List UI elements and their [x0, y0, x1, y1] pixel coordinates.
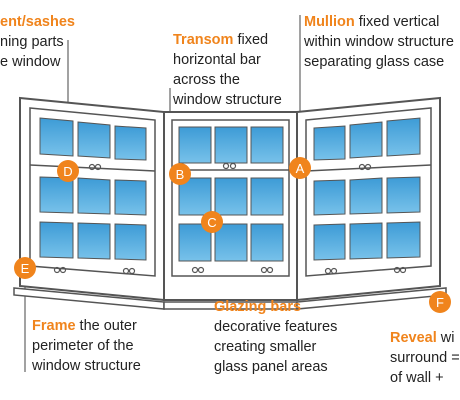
casement-line-2: ning parts: [0, 34, 64, 50]
frame-line-1-rest: the outer: [75, 318, 137, 334]
reveal-line-1: Reveal wi: [390, 328, 460, 348]
mullion-line-1-rest: fixed vertical: [354, 14, 440, 30]
glass-pane: [77, 222, 111, 260]
glazing-term: Glazing bars: [214, 299, 302, 315]
right-window-panes: [313, 117, 421, 261]
casement-line-1: ent/sashes: [0, 12, 75, 32]
glass-pane: [313, 125, 346, 161]
badge-e: E: [14, 257, 36, 279]
glass-pane: [250, 223, 284, 262]
glass-pane: [250, 177, 284, 216]
frame-term: Frame: [32, 318, 76, 334]
left-window-meeting-rail: [29, 164, 156, 172]
casement-callout: ent/sashes ning parts e window: [0, 12, 75, 72]
mullion-callout: Mullion fixed vertical within window str…: [304, 12, 454, 72]
badge-e-letter: E: [21, 261, 30, 276]
glass-pane: [349, 222, 383, 260]
glass-pane: [77, 121, 111, 159]
badge-a: A: [289, 157, 311, 179]
badge-d-letter: D: [63, 164, 72, 179]
center-window: [163, 111, 298, 301]
frame-line-2: perimeter of the: [32, 338, 134, 354]
reveal-line-1-rest: wi: [436, 330, 455, 346]
badge-a-letter: A: [296, 161, 305, 176]
reveal-term: Reveal: [390, 330, 437, 346]
left-window: [19, 96, 165, 302]
badge-f: F: [429, 291, 451, 313]
badge-f-letter: F: [436, 295, 444, 310]
transom-line-3: across the: [173, 72, 240, 88]
glazing-callout: Glazing bars decorative features creatin…: [214, 297, 337, 377]
badge-b-circle: [169, 163, 191, 185]
glass-pane: [250, 126, 284, 164]
reveal-line-3: of wall +: [390, 370, 448, 386]
glazing-line-3: creating smaller: [214, 339, 317, 355]
glass-pane: [114, 179, 147, 216]
right-window-handles: [324, 163, 407, 275]
left-window-handles: [53, 163, 136, 275]
badge-a-circle: [289, 157, 311, 179]
badge-c: C: [201, 211, 223, 233]
frame-line-1: Frame the outer: [32, 316, 141, 336]
glass-pane: [214, 126, 248, 164]
mullion-line-3: separating glass case: [304, 54, 445, 70]
frame-callout: Frame the outer perimeter of the window …: [32, 316, 141, 376]
glass-pane: [39, 221, 74, 259]
mullion-line-2: within window structure: [304, 34, 454, 50]
center-window-handles: [191, 162, 274, 274]
left-window-panes: [39, 117, 147, 261]
badge-c-letter: C: [207, 215, 216, 230]
transom-line-2: horizontal bar: [173, 52, 261, 68]
mullion-line-1: Mullion fixed vertical: [304, 12, 454, 32]
badge-c-circle: [201, 211, 223, 233]
reveal-line-2: surround =: [390, 350, 460, 366]
transom-term: Transom: [173, 32, 234, 48]
glass-pane: [349, 121, 383, 159]
center-window-panes: [178, 126, 284, 262]
casement-term: ent/sashes: [0, 14, 75, 30]
glazing-line-2: decorative features: [214, 319, 338, 335]
glass-pane: [313, 223, 346, 261]
glazing-line-4: glass panel areas: [214, 359, 328, 375]
glass-pane: [386, 117, 421, 157]
frame-line-3: window structure: [32, 358, 141, 374]
glass-pane: [386, 176, 421, 214]
glass-pane: [386, 221, 421, 259]
badge-e-circle: [14, 257, 36, 279]
casement-line-3: e window: [0, 54, 61, 70]
transom-line-1-rest: fixed: [233, 32, 269, 48]
glass-pane: [178, 126, 212, 164]
glass-pane: [349, 177, 383, 215]
right-window: [296, 96, 441, 302]
window-sill: [13, 287, 447, 310]
transom-line-4: window structure: [173, 92, 282, 108]
glass-pane: [214, 223, 248, 262]
glass-pane: [214, 177, 248, 216]
badge-f-circle: [429, 291, 451, 313]
badge-b-letter: B: [176, 167, 185, 182]
glass-pane: [114, 125, 147, 161]
mullion-term: Mullion: [304, 14, 355, 30]
transom-line-1: Transom fixed: [173, 30, 282, 50]
glass-pane: [178, 177, 212, 216]
badge-d: D: [57, 160, 79, 182]
badge-b: B: [169, 163, 191, 185]
right-window-meeting-rail: [305, 164, 432, 172]
glass-pane: [39, 176, 74, 214]
glass-pane: [114, 223, 147, 261]
reveal-callout: Reveal wi surround = of wall +: [390, 328, 460, 388]
glass-pane: [313, 179, 346, 216]
glass-pane: [77, 177, 111, 215]
glazing-line-1: Glazing bars: [214, 297, 337, 317]
transom-callout: Transom fixed horizontal bar across the …: [173, 30, 282, 110]
glass-pane: [39, 117, 74, 157]
badge-d-circle: [57, 160, 79, 182]
